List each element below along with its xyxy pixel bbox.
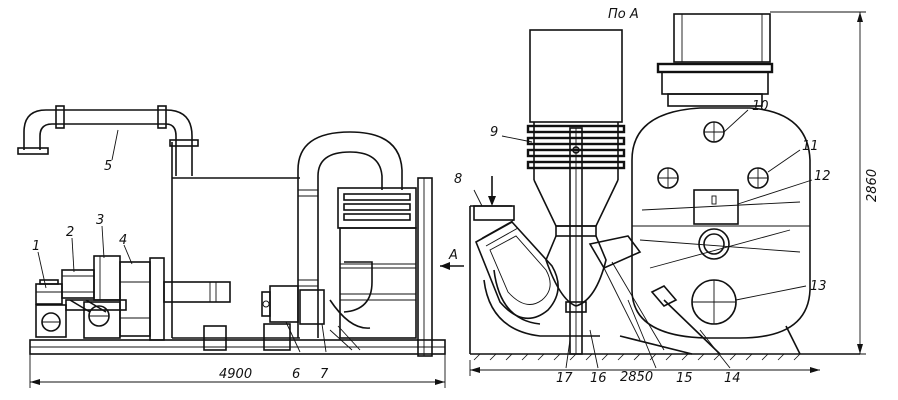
- callout-12: 12: [814, 169, 831, 184]
- callout-15: 15: [676, 371, 693, 386]
- column: [526, 29, 665, 355]
- feed-hopper: [469, 176, 515, 354]
- dim-length-side: 4900: [219, 367, 252, 382]
- ground-hatch: [473, 353, 801, 361]
- callout-17: 17: [556, 371, 573, 386]
- overhead-pipe: [17, 105, 199, 176]
- dim-2850: 2850: [469, 360, 820, 385]
- callout-11: 11: [802, 139, 819, 154]
- blower: [83, 257, 165, 341]
- arrow-label: A: [448, 248, 458, 263]
- motor: [35, 279, 67, 338]
- callout-14: 14: [724, 371, 741, 386]
- side-leaders: [37, 129, 327, 353]
- vertical-duct: [171, 142, 300, 351]
- callout-2: 2: [66, 225, 74, 240]
- callout-5: 5: [104, 159, 112, 174]
- gearbox: [61, 255, 127, 313]
- front-view: 2850 2860 По А 8 9 10 11 12 13 14 15 16 …: [454, 7, 880, 386]
- callout-3: 3: [96, 213, 104, 228]
- callout-9: 9: [490, 125, 498, 140]
- view-label: По А: [608, 7, 639, 22]
- callout-10: 10: [752, 99, 769, 114]
- callout-4: 4: [119, 233, 127, 248]
- drum-housing: [619, 13, 811, 355]
- dim-2860: 2860: [770, 11, 880, 355]
- callout-6: 6: [292, 367, 300, 382]
- callout-7: 7: [320, 367, 329, 382]
- outlet-pipe: [163, 281, 231, 303]
- dim-4900: 4900: [29, 354, 446, 388]
- front-leaders: [501, 109, 813, 369]
- side-view: A 4900 1 2 3 4 5 6 7: [17, 105, 464, 388]
- view-arrow-a: A: [440, 248, 464, 270]
- dim-length-front: 2850: [620, 370, 653, 385]
- separator-column: [261, 131, 433, 357]
- callout-8: 8: [454, 172, 462, 187]
- feed-pipe: [474, 219, 600, 337]
- callout-13: 13: [810, 279, 827, 294]
- callout-16: 16: [590, 371, 607, 386]
- dim-height: 2860: [865, 169, 880, 202]
- callout-1: 1: [32, 239, 40, 254]
